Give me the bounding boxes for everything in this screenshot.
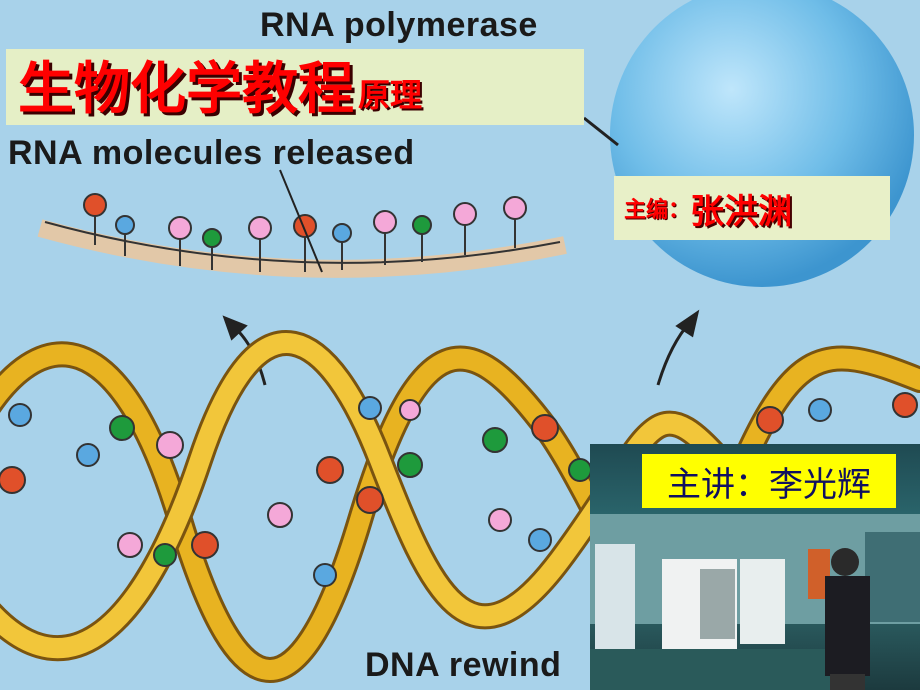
rna-nucleotides [83, 193, 527, 272]
editor-label: 主编： [624, 198, 691, 223]
dna-rewind-label: DNA rewind [365, 646, 562, 684]
dna-base-pairs [0, 392, 918, 587]
editor-name: 张洪渊 [690, 191, 793, 232]
lecturer-box: 主讲：李光辉 [642, 454, 896, 508]
lecturer-label: 主讲：李光辉 [667, 464, 871, 505]
pointer-line [583, 116, 619, 147]
rna-polymerase-label: RNA polymerase [260, 6, 538, 44]
editor-box: 主编： 张洪渊 [614, 176, 890, 240]
arrow-icons [222, 309, 700, 386]
rna-released-label: RNA molecules released [8, 134, 415, 172]
rna-polymerase-sphere [610, 0, 914, 287]
title-box: 生物化学教程 原理 [6, 49, 584, 125]
lab-photo: 主讲：李光辉 [590, 444, 920, 690]
slide-subtitle: 原理 [358, 76, 423, 114]
lab-scene [590, 514, 920, 690]
rna-strand [37, 219, 567, 278]
slide-title: 生物化学教程 [18, 57, 354, 122]
